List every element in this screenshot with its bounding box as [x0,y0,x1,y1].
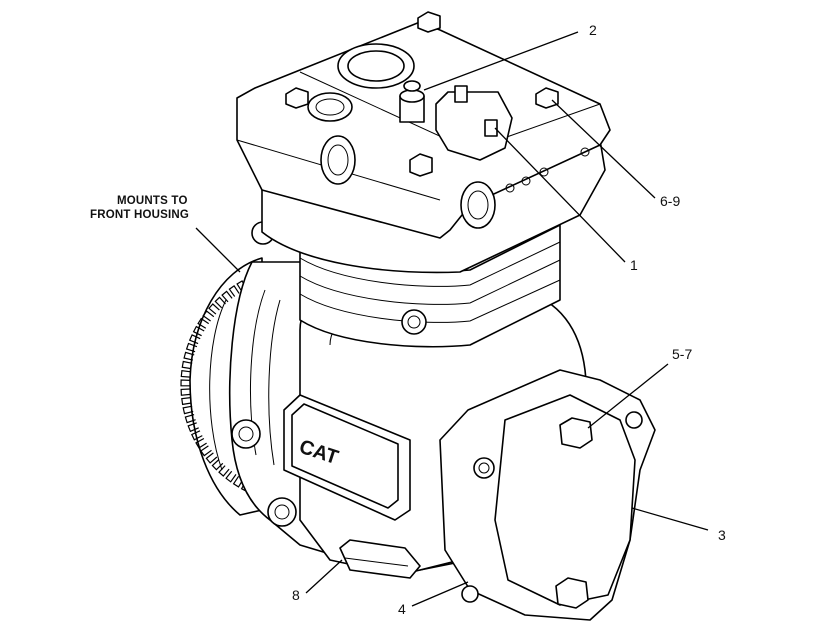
cylinder-head [236,11,611,274]
leader-69 [551,99,656,199]
cylinder-fins [299,224,561,348]
mounts-line-2: FRONT HOUSING [90,209,189,221]
callout-3: 3 [718,527,726,543]
leader-3 [631,507,709,531]
gear-teeth [180,275,255,493]
callout-1: 1 [630,257,638,273]
leader-4 [411,581,469,607]
base-fitting [339,539,421,579]
leader-1 [494,127,626,263]
callout-8: 8 [292,587,300,603]
governor-fitting [399,80,425,123]
cat-logo-plate: CAT [283,394,411,521]
leader-57 [587,363,669,429]
head-bolt [285,11,559,177]
mounts-line-1: MOUNTS TO [117,195,188,207]
leader-lines [195,31,709,607]
callouts: 2 6-9 1 5-7 3 4 8 [292,22,726,617]
callout-4: 4 [398,601,406,617]
gear-tooth-outline [180,275,255,493]
unloader-cover [435,85,513,161]
leader-mounts [195,227,241,273]
callout-6-9: 6-9 [660,193,680,209]
leader-8 [305,559,343,594]
callout-5-7: 5-7 [672,346,692,362]
end-cover [439,369,656,621]
annotation-mounts: MOUNTS TO FRONT HOUSING [90,195,189,221]
callout-2: 2 [589,22,597,38]
cover-bolt [461,411,643,609]
leader-2 [423,31,579,91]
